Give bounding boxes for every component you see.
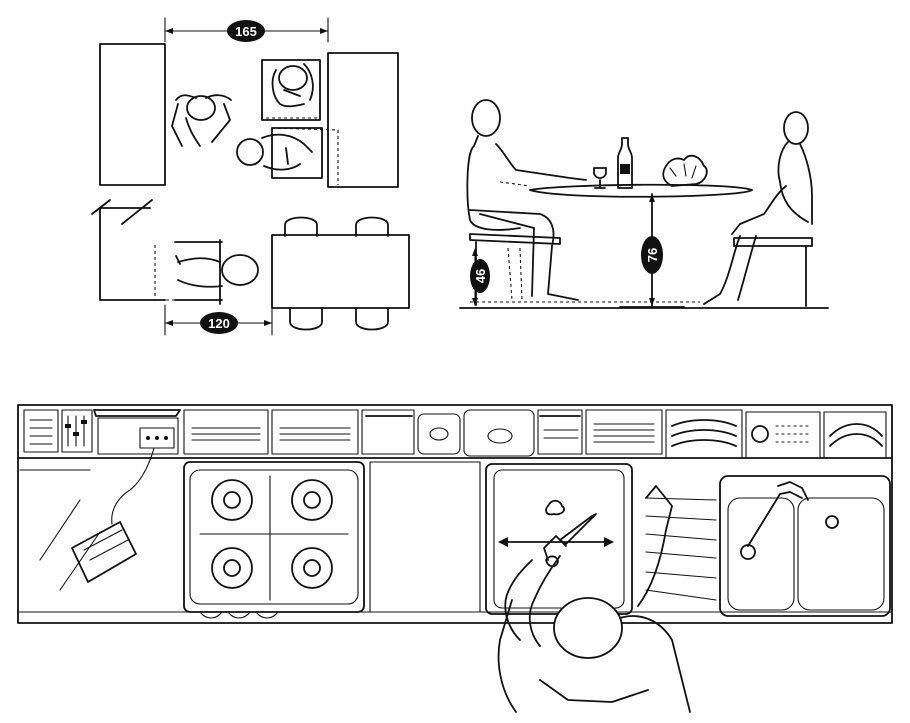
counter-space [369,461,481,613]
dimension-label-76: 76 [645,248,660,262]
kitchen-counter-plan [17,404,893,713]
lower-table-block [271,234,410,309]
dimension-label-120: 120 [208,316,230,331]
dimension-46: 46 [470,248,490,306]
wine-bottle-icon [617,137,633,189]
seated-man-icon [466,99,587,301]
knife-icon [559,513,597,545]
dimension-label-46: 46 [473,269,488,283]
wall-socket-unit [93,409,181,455]
backsplash-panels [183,409,663,457]
dining-elevation-view: 46 76 [459,99,829,309]
dish-rack-icon [665,409,887,459]
table-block [327,52,399,188]
dish-rack-rails [645,497,717,601]
chairs-bottom-row [289,307,389,331]
standing-person-topview-icon [171,94,232,147]
person-moving-chair-icon [236,127,339,185]
sink-icon [719,475,891,617]
cutting-board [485,463,633,615]
toaster-icon [19,447,155,591]
dimension-120: 120 [164,304,273,336]
wine-glass-icon [593,167,607,189]
counter-outline [17,404,893,624]
sideboard-block [99,43,166,186]
backsplash-controls [23,409,93,453]
seated-woman-icon [703,111,813,305]
dimension-165: 165 [164,17,329,43]
dimension-76: 76 [641,194,663,306]
flower-vase-icon [662,154,708,187]
dimension-label-165: 165 [235,24,257,39]
chair-right-icon [733,237,813,307]
cook-person-topview-icon [497,485,691,713]
wall-lower [99,207,166,301]
gas-hob-icon [183,461,365,619]
dining-plan-view: 165 [91,17,410,336]
chairs-top-row [284,216,389,237]
seated-person-topview-icon [261,59,321,121]
seated-person-lower-icon [154,239,259,305]
table-top [529,183,753,198]
